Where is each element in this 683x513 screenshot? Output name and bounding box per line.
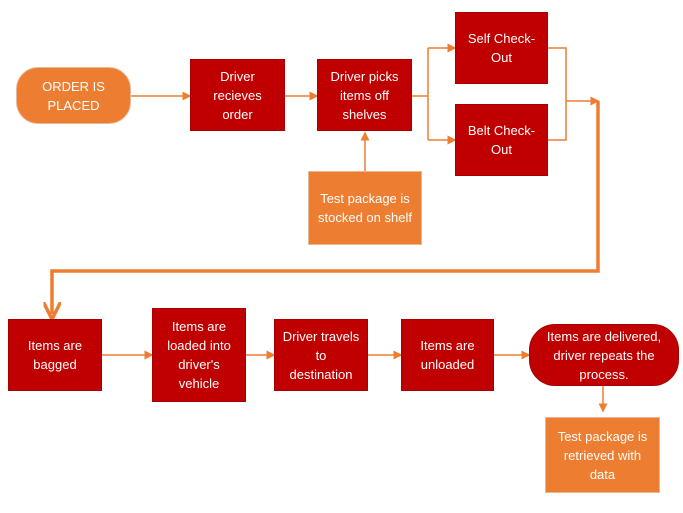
driver-travels-node: Driver travels to destination (274, 319, 368, 391)
self-checkout-node: Self Check- Out (455, 12, 548, 84)
belt-checkout-node: Belt Check- Out (455, 104, 548, 176)
items-bagged-node: Items are bagged (8, 319, 102, 391)
driver-picks-items-node: Driver picks items off shelves (317, 59, 412, 131)
items-loaded-node: Items are loaded into driver's vehicle (152, 308, 246, 402)
merge-from-belt (548, 101, 567, 141)
merge-from-self (548, 47, 567, 101)
items-delivered-node: Items are delivered, driver repeats the … (529, 324, 679, 386)
test-package-stocked-node: Test package is stocked on shelf (308, 171, 422, 245)
order-placed-node: ORDER IS PLACED (16, 67, 131, 124)
arrow-to-row-two (52, 101, 600, 314)
items-unloaded-node: Items are unloaded (401, 319, 494, 391)
test-package-retrieved-node: Test package is retrieved with data (545, 417, 660, 493)
driver-receives-order-node: Driver recieves order (190, 59, 285, 131)
